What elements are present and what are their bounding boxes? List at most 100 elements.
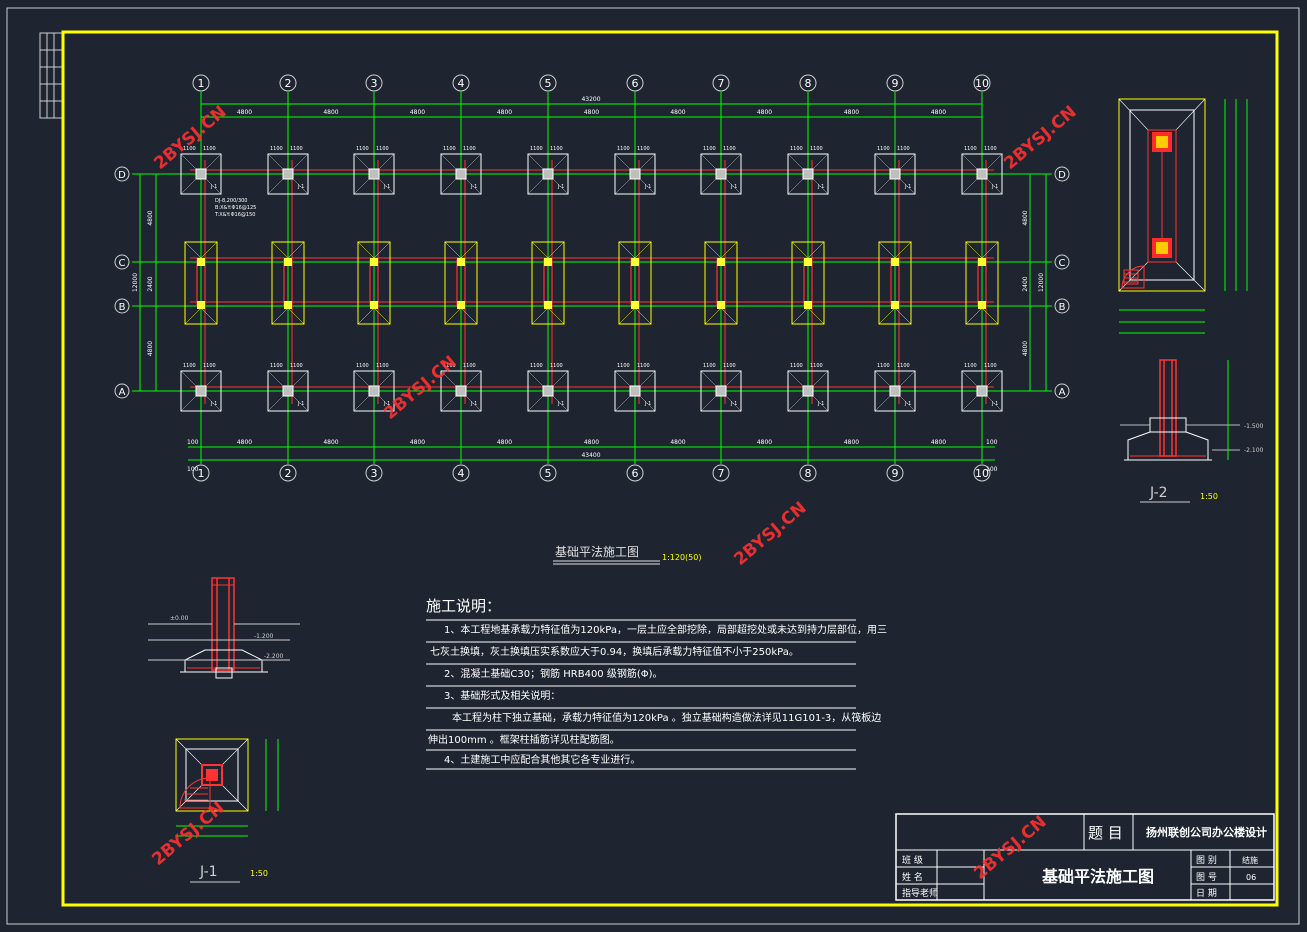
footing-dim: 1100 <box>550 363 563 369</box>
column <box>195 385 207 397</box>
axis-bubble-top <box>539 74 557 92</box>
axis-bubble-bottom <box>973 464 991 482</box>
footing-dim: 1100 <box>270 363 283 369</box>
dim-span-top: 4800 <box>323 109 338 116</box>
axis-bubble-bottom <box>712 464 730 482</box>
section-j2-scale: 1:50 <box>1200 492 1218 501</box>
axis-bubble-bottom <box>886 464 904 482</box>
footing-dim: 1100 <box>790 363 803 369</box>
footing-j1 <box>440 370 482 412</box>
dim-edge: 100 <box>986 439 998 446</box>
footing-j1 <box>180 370 222 412</box>
section-j1-label: J-1 <box>199 864 218 880</box>
footing-callout: DJ-8,200/300 <box>215 198 248 204</box>
notes-heading: 施工说明： <box>426 597 501 615</box>
footing-diagonal <box>444 307 462 325</box>
footing-dim: 1100 <box>964 146 977 152</box>
column <box>715 168 727 180</box>
column <box>891 301 899 309</box>
footing-dim: 1100 <box>617 363 630 369</box>
footing-tag: J-1 <box>557 184 564 190</box>
footing-dim: 1100 <box>290 363 303 369</box>
axis-label-bottom: 4 <box>458 467 465 480</box>
footing-diagonal <box>878 241 896 259</box>
column <box>455 385 467 397</box>
axis-label-top: 6 <box>632 77 639 90</box>
project-name: 扬州联创公司办公楼设计 <box>1146 825 1267 839</box>
column <box>368 385 380 397</box>
svg-text:班 级: 班 级 <box>902 854 923 866</box>
column <box>631 258 639 266</box>
dim-bay-right: 4800 <box>1022 341 1029 356</box>
axis-label-bottom: 7 <box>718 467 725 480</box>
axis-label-left: B <box>119 302 126 313</box>
svg-text:姓 名: 姓 名 <box>902 871 923 883</box>
footing-plan-detail <box>1118 98 1248 334</box>
dim-span-bottom: 4800 <box>584 439 599 446</box>
svg-text:-2.200: -2.200 <box>264 653 284 660</box>
axis-label-left: C <box>119 258 126 269</box>
dim-total-right: 12000 <box>1038 273 1045 292</box>
footing-tag: J-1 <box>644 401 651 407</box>
plan-title: 基础平法施工图 <box>555 545 639 559</box>
axis-bubble-left <box>114 254 130 270</box>
column <box>544 301 552 309</box>
dim-span-bottom: 4800 <box>497 439 512 446</box>
axis-label-top: 3 <box>371 77 378 90</box>
axis-label-bottom: 2 <box>285 467 292 480</box>
svg-text:-1.200: -1.200 <box>254 633 274 640</box>
footing-j2 <box>878 241 912 325</box>
notes-line-3: 2、混凝土基础C30；钢筋 HRB400 级钢筋(Φ)。 <box>444 667 663 680</box>
section-j2: -1.500 -2.100 <box>1120 359 1264 461</box>
footing-j1 <box>353 153 395 195</box>
column <box>284 301 292 309</box>
footing-dim: 1100 <box>897 146 910 152</box>
axis-bubble-top <box>192 74 210 92</box>
axis-bubble-right <box>1054 383 1070 399</box>
footing-j2 <box>618 241 652 325</box>
axis-label-bottom: 8 <box>805 467 812 480</box>
axis-bubble-left <box>114 298 130 314</box>
column <box>629 168 641 180</box>
dim-span-bottom: 4800 <box>323 439 338 446</box>
dim-total-left: 12000 <box>132 273 139 292</box>
column <box>802 168 814 180</box>
axis-bubble-top <box>712 74 730 92</box>
sheet-border <box>6 7 1300 925</box>
topic-label: 题 目 <box>1088 824 1123 842</box>
svg-text:-2.100: -2.100 <box>1244 447 1264 454</box>
footing-j1 <box>614 153 656 195</box>
column <box>631 301 639 309</box>
footing-j2 <box>357 241 391 325</box>
footing-dim: 1100 <box>463 363 476 369</box>
footing-tag: J-1 <box>991 184 998 190</box>
footing-j1 <box>961 370 1003 412</box>
watermark-text: 2BYSJ.CN <box>150 102 230 174</box>
column <box>889 385 901 397</box>
axis-bubble-right <box>1054 166 1070 182</box>
column <box>457 301 465 309</box>
footing-diagonal <box>287 241 305 259</box>
footing-j1 <box>614 370 656 412</box>
dim-total-bottom: 43400 <box>581 452 600 459</box>
axis-label-right: D <box>1058 170 1066 181</box>
dim-span-bottom: 4800 <box>844 439 859 446</box>
axis-bubble-right <box>1054 298 1070 314</box>
column <box>976 168 988 180</box>
axis-label-top: 8 <box>805 77 812 90</box>
binding-strip <box>39 32 63 119</box>
footing-dim: 1100 <box>530 146 543 152</box>
notes-line-6: 伸出100mm 。框架柱插筋详见柱配筋图。 <box>428 733 620 746</box>
footing-diagonal <box>704 241 722 259</box>
footing-tag: J-1 <box>817 184 824 190</box>
footing-diagonal <box>618 307 636 325</box>
column <box>284 258 292 266</box>
dim-bay-left: 2400 <box>147 276 154 291</box>
footing-diagonal <box>791 307 809 325</box>
column <box>370 258 378 266</box>
footing-diagonal <box>287 307 305 325</box>
column <box>542 385 554 397</box>
axis-label-left: D <box>118 170 126 181</box>
dim-span-top: 4800 <box>931 109 946 116</box>
